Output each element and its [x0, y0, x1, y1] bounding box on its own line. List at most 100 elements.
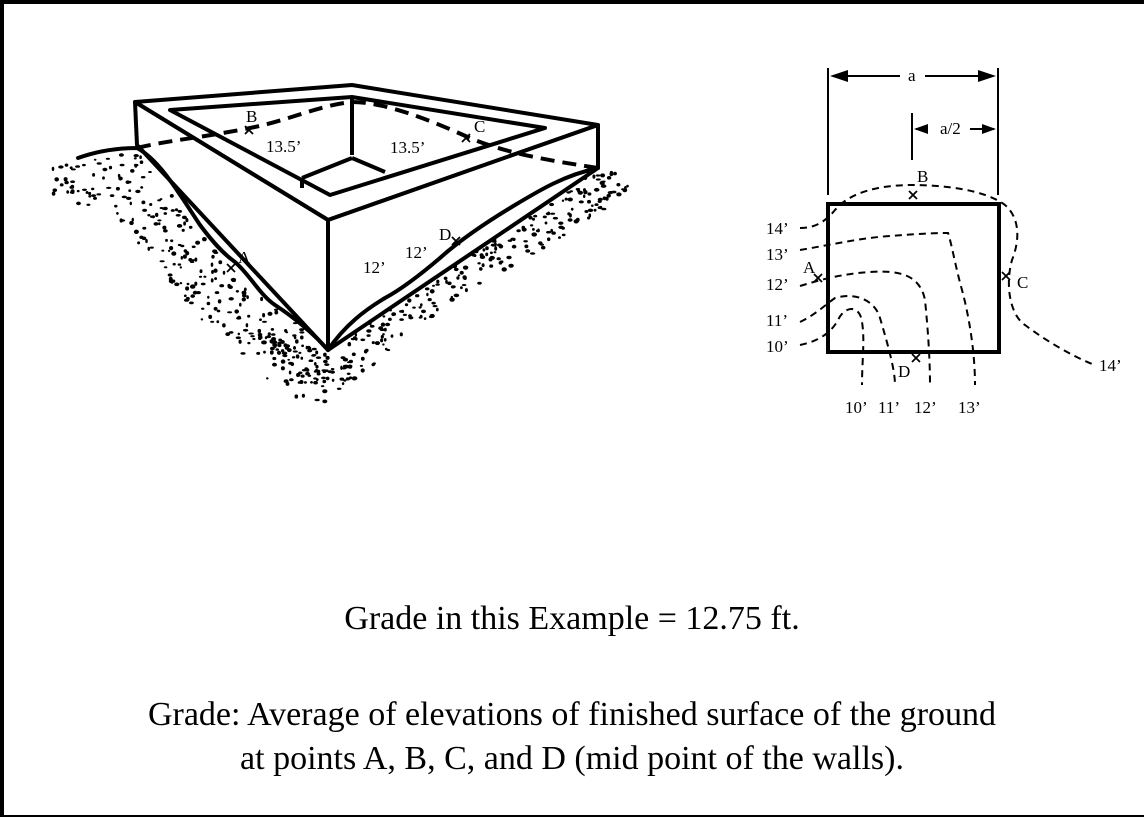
gravel-dot [169, 246, 174, 251]
gravel-dot [386, 348, 391, 352]
gravel-dot [347, 364, 353, 369]
gravel-dot [391, 312, 397, 316]
gravel-dot [93, 196, 97, 200]
gravel-dot [307, 348, 313, 353]
gravel-dot [382, 333, 385, 336]
gravel-dot [170, 209, 175, 212]
gravel-dot [404, 303, 409, 307]
gravel-dot [479, 255, 486, 259]
gravel-dot [291, 356, 296, 359]
gravel-dot [172, 262, 176, 266]
gravel-dot [133, 163, 139, 167]
gravel-dot [237, 315, 242, 320]
gravel-dot [322, 389, 328, 394]
gravel-dot [399, 332, 403, 337]
gravel-dot [91, 187, 95, 191]
gravel-dot [365, 348, 369, 352]
gravel-dot [493, 251, 497, 254]
gravel-dot [508, 263, 514, 268]
gravel-dot [177, 243, 182, 247]
plan-label-d: D [898, 362, 910, 381]
gravel-dot [594, 203, 599, 207]
gravel-dot [622, 188, 628, 193]
gravel-dot [303, 381, 307, 384]
gravel-dot [310, 381, 313, 384]
gravel-dot [380, 335, 384, 339]
gravel-dot [399, 318, 404, 321]
gravel-dot [280, 340, 285, 344]
gravel-dot [179, 282, 183, 285]
gravel-dot [587, 192, 592, 196]
gravel-dot [288, 370, 292, 375]
contour-label-13-left: 13’ [766, 245, 789, 264]
gravel-dot [214, 277, 218, 281]
gravel-dot [161, 249, 165, 252]
gravel-dot [341, 382, 345, 386]
gravel-dot [75, 165, 81, 168]
gravel-dot [432, 284, 435, 287]
gravel-dot [415, 294, 420, 298]
gravel-dot [171, 251, 177, 256]
gravel-dot [161, 207, 165, 210]
gravel-dot [316, 378, 319, 382]
gravel-dot [293, 346, 296, 350]
gravel-dot [435, 307, 439, 312]
gravel-dot [198, 275, 203, 278]
gravel-dot [561, 233, 566, 237]
gravel-dot [218, 260, 223, 265]
gravel-dot [270, 328, 275, 331]
gravel-dot [91, 194, 97, 198]
gravel-dot [408, 314, 412, 318]
gravel-dot [435, 283, 440, 286]
gravel-dot [347, 342, 352, 347]
gravel-dot [390, 334, 394, 338]
gravel-dot [321, 376, 326, 380]
gravel-dot [70, 168, 76, 171]
gravel-dot [587, 208, 594, 212]
gravel-dot [219, 284, 225, 288]
gravel-dot [118, 153, 124, 157]
gravel-dot [588, 213, 592, 218]
gravel-dot [459, 270, 464, 275]
gravel-dot [212, 249, 218, 253]
gravel-dot [271, 337, 277, 342]
gravel-dot [346, 372, 351, 375]
gravel-dot [566, 191, 571, 194]
gravel-dot [54, 177, 59, 182]
gravel-dot [262, 313, 266, 318]
gravel-dot [228, 331, 234, 334]
gravel-dot [272, 343, 276, 346]
gravel-dot [578, 200, 584, 204]
gravel-dot [167, 249, 171, 253]
gravel-dot [535, 229, 540, 233]
gravel-dot [340, 356, 346, 359]
gravel-dot [285, 381, 290, 386]
gravel-dot [158, 222, 161, 226]
gravel-dot [351, 352, 356, 357]
gravel-dot [595, 174, 601, 177]
gravel-dot [137, 241, 141, 245]
gravel-dot [163, 229, 168, 233]
gravel-dot [114, 204, 118, 208]
gravel-dot [602, 180, 606, 183]
gravel-dot [247, 341, 251, 345]
gravel-dot [599, 205, 603, 210]
gravel-dot [241, 290, 247, 295]
plan-view: a a/2 [766, 66, 1122, 417]
gravel-dot [481, 263, 485, 268]
gravel-dot [314, 398, 320, 402]
gravel-dot [170, 239, 174, 243]
plan-point-markers [813, 190, 1011, 363]
gravel-dot [429, 289, 435, 294]
gravel-dot [213, 306, 218, 311]
gravel-dot [293, 336, 297, 340]
gravel-dot [516, 229, 521, 233]
gravel-dot [207, 295, 210, 299]
iso-depth-back-left: 13.5’ [266, 137, 301, 156]
gravel-dot [568, 213, 572, 218]
gravel-dot [284, 329, 288, 333]
gravel-dot [359, 364, 363, 367]
gravel-dot [587, 199, 591, 204]
gravel-dot [92, 173, 96, 177]
gravel-dot [521, 225, 526, 230]
